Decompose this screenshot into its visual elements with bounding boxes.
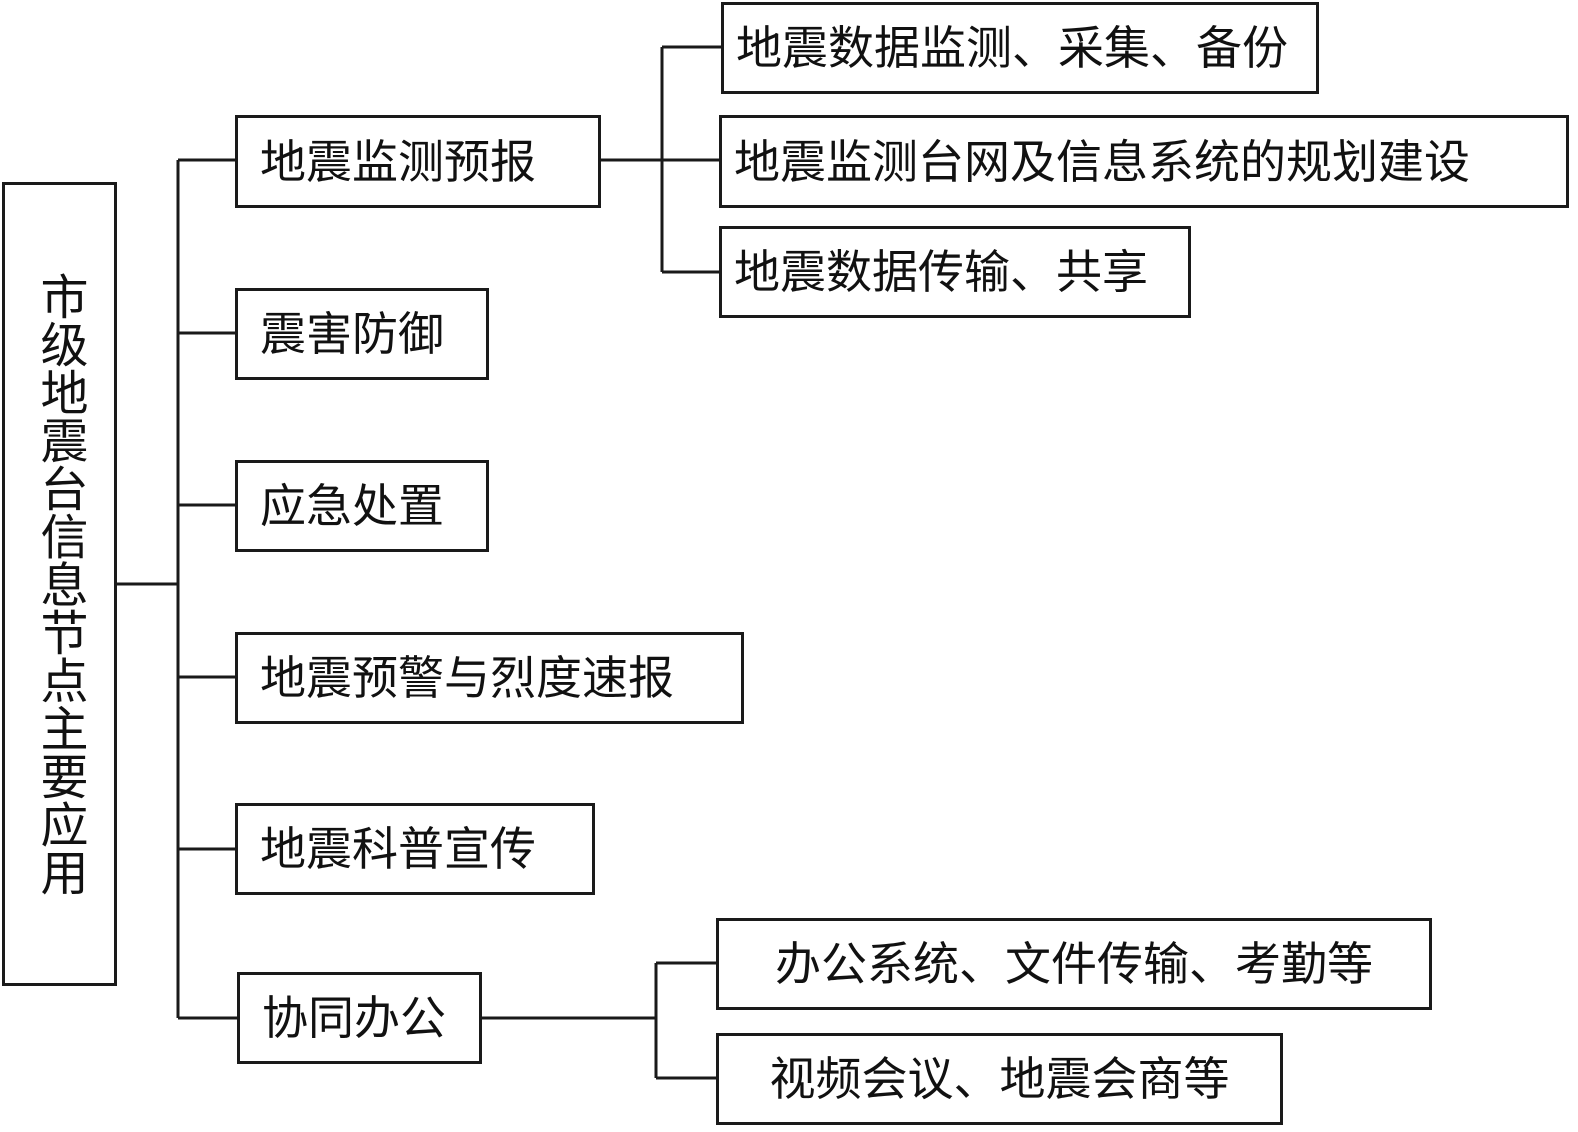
- category-collaborative-office: 协同办公: [237, 972, 482, 1064]
- category-emergency-response: 应急处置: [235, 460, 489, 552]
- root-node: 市级地震台信息节点主要应用: [2, 182, 117, 986]
- leaf-video-conference: 视频会议、地震会商等: [716, 1033, 1283, 1125]
- leaf-data-transmission: 地震数据传输、共享: [719, 226, 1191, 318]
- leaf-office-system: 办公系统、文件传输、考勤等: [716, 918, 1432, 1010]
- category-disaster-prevention: 震害防御: [235, 288, 489, 380]
- category-early-warning: 地震预警与烈度速报: [235, 632, 744, 724]
- category-monitoring-forecast: 地震监测预报: [235, 115, 601, 208]
- leaf-data-monitoring: 地震数据监测、采集、备份: [721, 2, 1319, 94]
- category-science-outreach: 地震科普宣传: [235, 803, 595, 895]
- leaf-network-planning: 地震监测台网及信息系统的规划建设: [719, 115, 1569, 208]
